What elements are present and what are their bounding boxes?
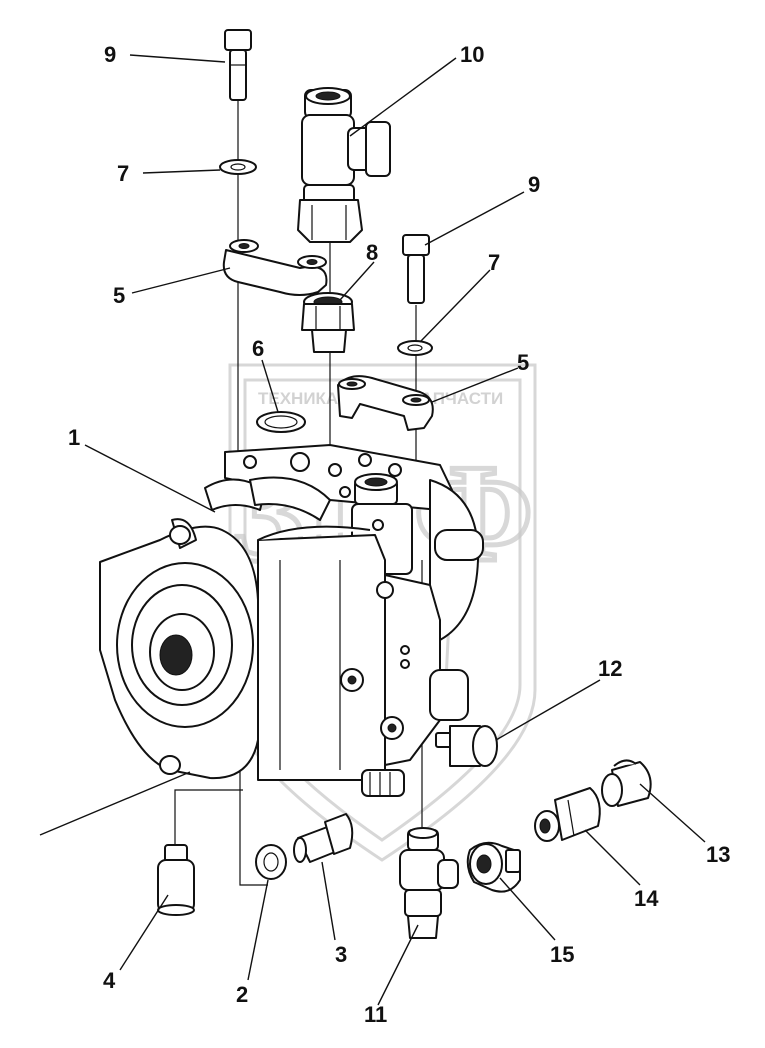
leader-lines [39, 54, 706, 1006]
washer-2 [255, 844, 287, 880]
label-5-upper: 5 [113, 283, 125, 308]
adapter-8 [301, 292, 355, 353]
pump-body-1 [99, 444, 484, 797]
label-4: 4 [103, 968, 116, 993]
label-2: 2 [236, 982, 248, 1007]
cap-13 [601, 759, 652, 807]
watermark-left-word: ТЕХНИКА [258, 389, 338, 408]
label-5-lower: 5 [517, 350, 529, 375]
label-8: 8 [366, 240, 378, 265]
label-9-left: 9 [104, 42, 116, 67]
plug-4 [157, 844, 195, 916]
label-13: 13 [706, 842, 730, 867]
tee-fitting-11 [399, 827, 459, 939]
label-1: 1 [68, 425, 80, 450]
tee-fitting-10 [297, 87, 391, 243]
bolt-9-right [402, 234, 430, 304]
fitting-14 [534, 787, 601, 842]
watermark-right-word: ЗАПЧАСТИ [410, 389, 503, 408]
washer-7-left [219, 159, 257, 175]
label-15: 15 [550, 942, 574, 967]
label-11: 11 [364, 1002, 387, 1027]
label-10: 10 [460, 42, 484, 67]
clamp-5-lower [337, 375, 434, 431]
plug-12 [435, 725, 498, 767]
label-7-left: 7 [117, 161, 129, 186]
bolt-3 [293, 813, 354, 863]
label-6: 6 [252, 336, 264, 361]
bolt-9-left [224, 29, 252, 101]
o-ring-6 [256, 411, 306, 433]
washer-7-right [397, 340, 433, 356]
label-12: 12 [598, 656, 622, 681]
label-9-right: 9 [528, 172, 540, 197]
hex-nut-15 [466, 841, 521, 893]
label-3: 3 [335, 942, 347, 967]
label-7-right: 7 [488, 250, 500, 275]
clamp-5-upper [222, 239, 328, 296]
callout-numbers: 9 10 7 9 8 7 5 6 5 1 12 13 14 15 3 4 2 1… [68, 42, 730, 1027]
label-14: 14 [634, 886, 659, 911]
